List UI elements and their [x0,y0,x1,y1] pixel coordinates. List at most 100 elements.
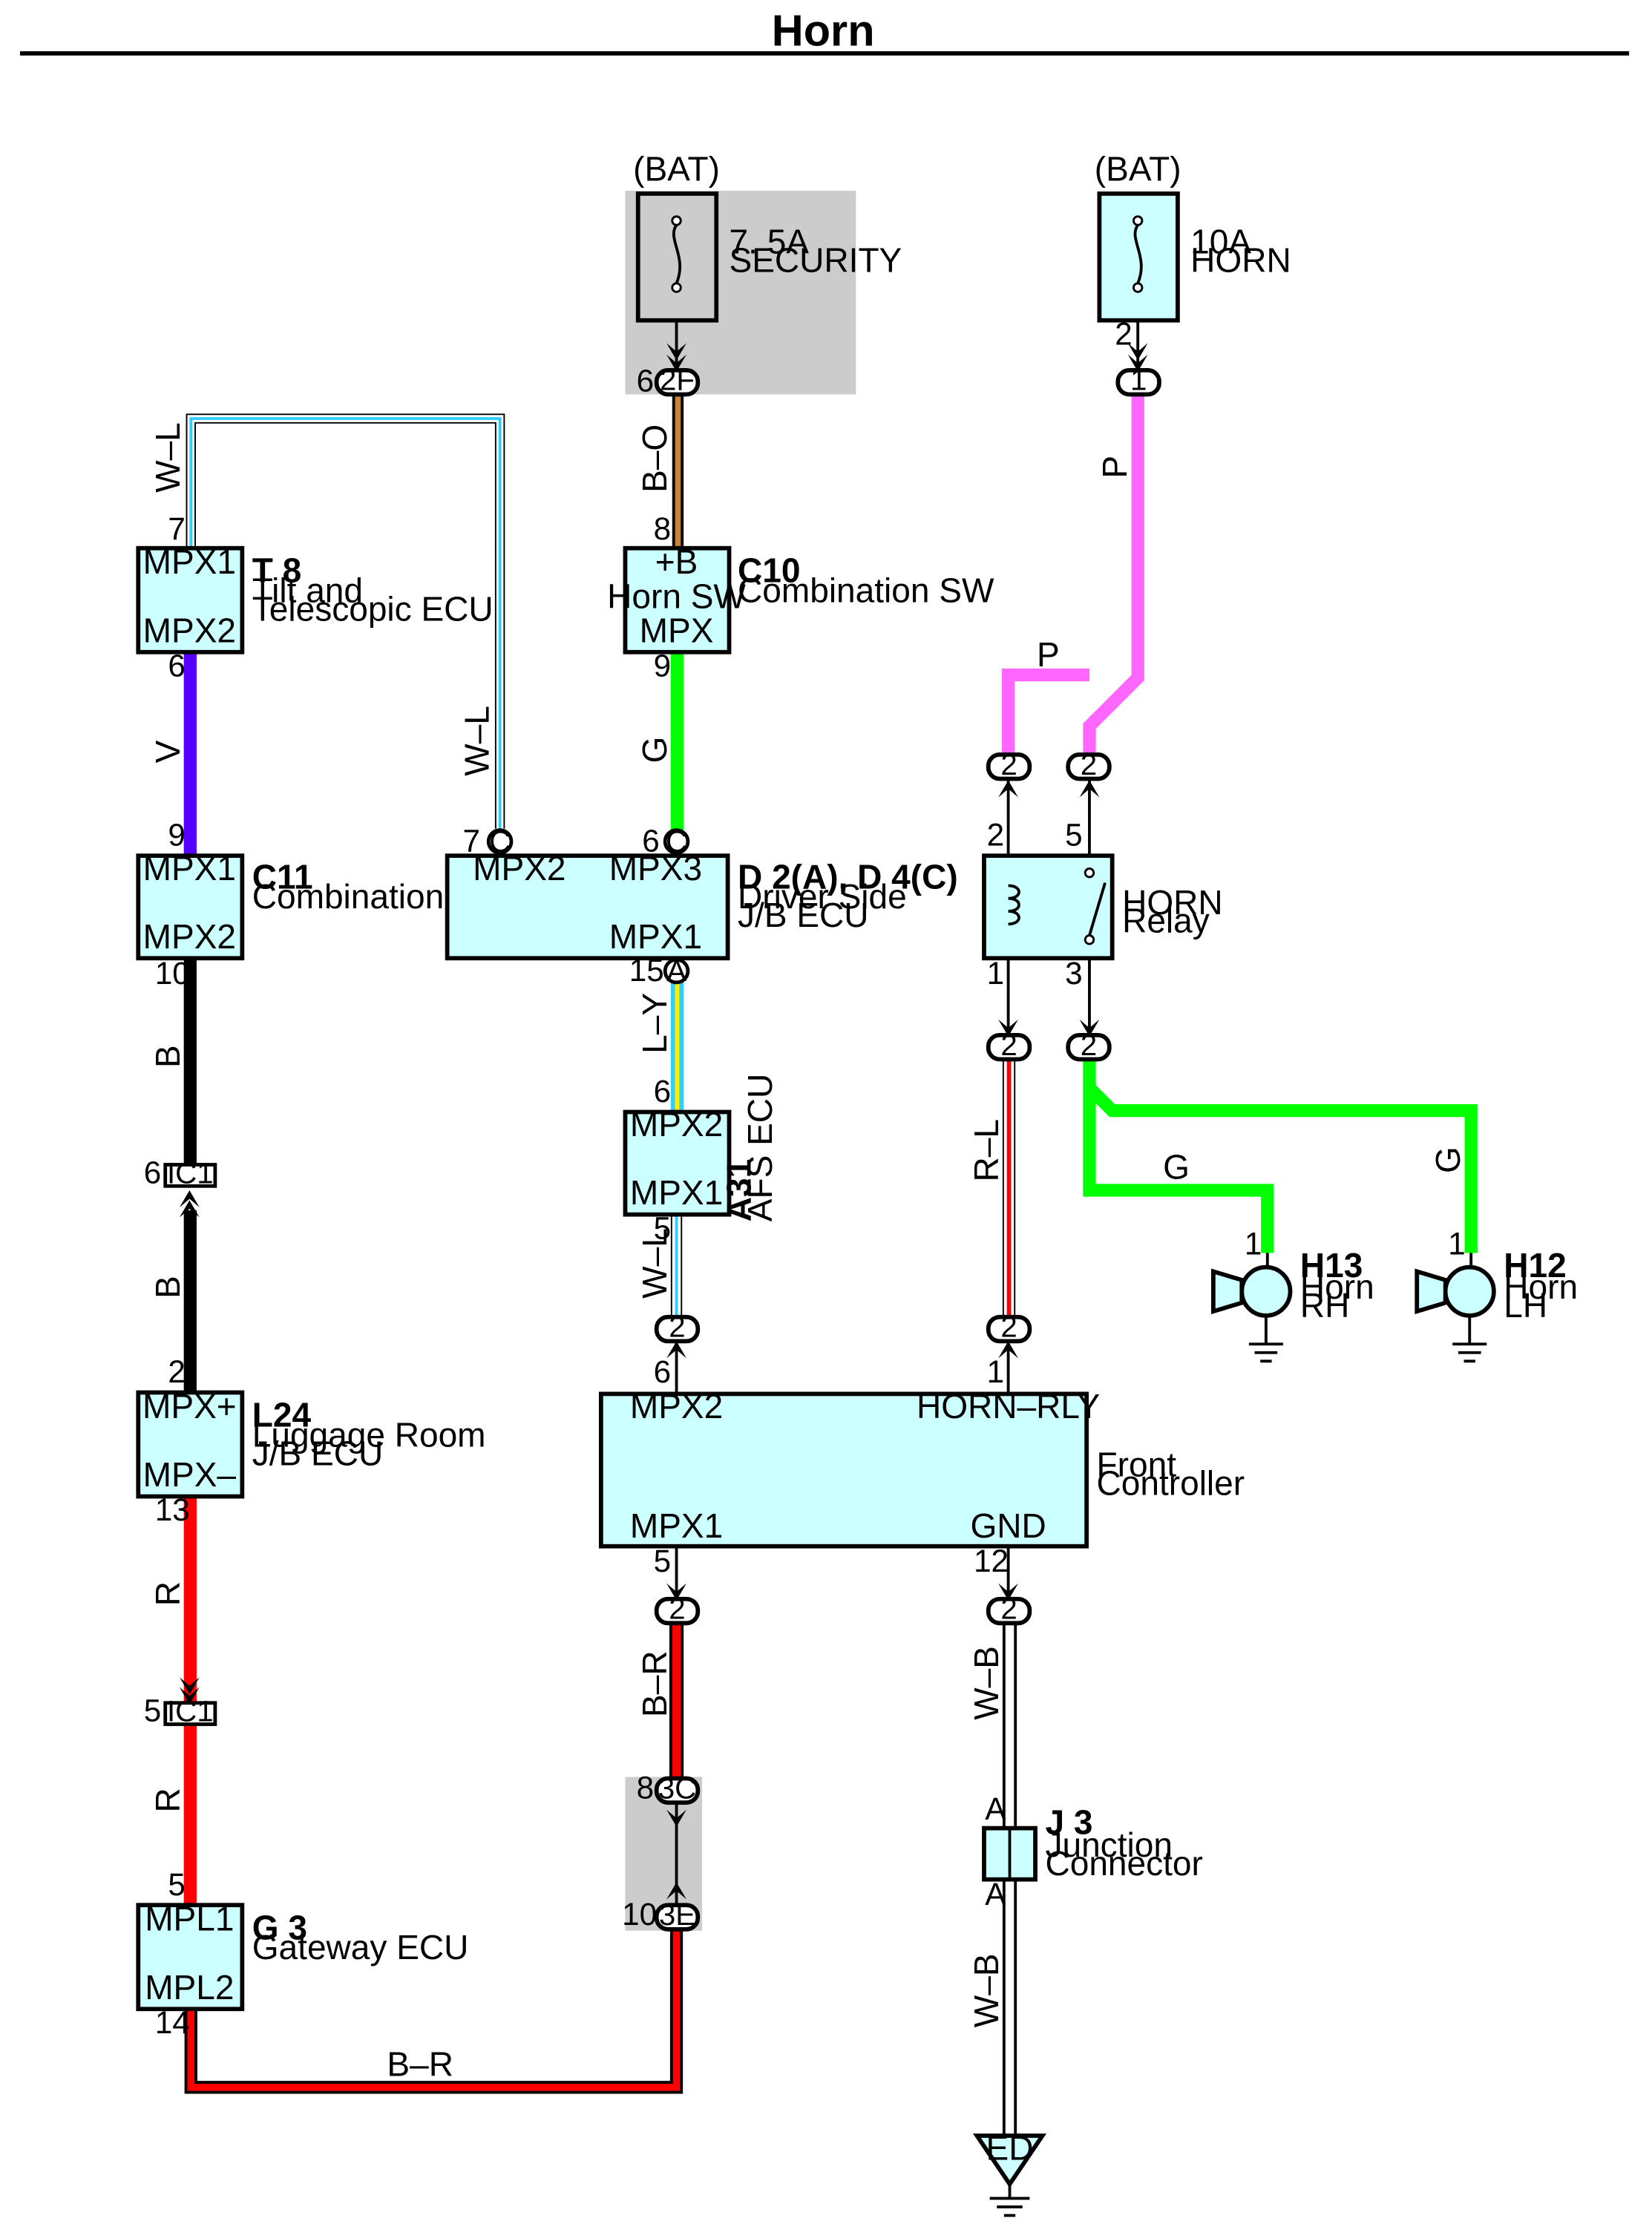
diagram-label: 5 [654,1544,671,1578]
relay-name-1: HORN [1122,883,1223,922]
diagram-label: 2 [168,1354,185,1389]
a31-pin-bottom: MPX1 [630,1173,723,1212]
t8-pin-top: MPX1 [143,542,236,581]
connector-2f: 2F [654,364,701,397]
d2-code: D 2(A), D 4(C) [738,857,958,896]
d2-pin-mpx2: MPX2 [473,849,566,888]
connector-ic1-upper: IC1 [163,1156,217,1190]
ground-ed: ED [972,2129,1047,2217]
diagram-label: L–Y [635,993,674,1054]
horn-fuse-rating: 10A [1190,223,1251,261]
diagram-label: B [148,1045,187,1068]
diagram-label: 1 [1448,1226,1465,1261]
h13-name-2: RH [1300,1286,1350,1325]
diagram-label: 1 [987,956,1004,991]
diagram-label: G [1163,1148,1190,1187]
connector-horn-fuse-1-label: 1 [1130,364,1147,397]
diagram-label: 3 [1065,956,1082,991]
diagram-label: W–L [457,706,496,776]
page-title: Horn [772,5,875,55]
j3-name-1: Junction [1045,1826,1172,1864]
diagram-label: R [148,1788,187,1812]
diagram-label: G [635,737,674,764]
g3-pin-bottom: MPL2 [145,1968,234,2007]
g3-pin-top: MPL1 [145,1900,234,1938]
component-front-controller: MPX2 HORN–RLY MPX1 GND Front Controller [598,1387,1245,1549]
diagram-label: 15 [629,953,664,988]
h13-name-1: Horn [1300,1267,1374,1306]
wire-g-c10-d2 [670,652,684,830]
wire-b-lower [183,1210,197,1393]
a31-code: A31 [719,1159,758,1221]
diagram-label: C [666,824,687,858]
wire-bo [672,394,684,548]
diagram-label: 2 [1000,748,1017,781]
diagram-label: P [1095,456,1134,479]
j3-pin-top: A [985,1791,1006,1826]
diagram-label: W–B [967,1646,1006,1720]
diagram-label: 1 [987,1354,1004,1389]
diagram-label: 2 [1000,1029,1017,1062]
diagram-label: 8 [637,1770,654,1805]
diagram-label: 5 [1065,818,1082,853]
diagram-label: 5 [654,1210,671,1245]
diagram-label: 6 [637,364,654,398]
l24-code: L24 [252,1396,312,1434]
diagram-label: 13 [155,1492,190,1527]
component-driver-side-jb-ecu: MPX2 MPX3 MPX1 D 2(A), D 4(C) Driver Sid… [445,849,958,961]
l24-name-2: J/B ECU [252,1434,383,1472]
h12-code: H12 [1504,1246,1566,1285]
diagram-label: 2 [1000,1311,1017,1344]
horn-rh: H13 Horn RH [1211,1246,1374,1363]
c10-mid: Horn SW [607,577,746,615]
g3-name: Gateway ECU [252,1928,469,1966]
diagram-label: 6 [654,1354,671,1389]
c11-pin-bottom: MPX2 [143,917,236,956]
diagram-label: B–O [635,424,674,493]
diagram-label: 9 [168,818,185,853]
wire-r-lower [183,1725,197,1906]
diagram-label: 10 [155,956,190,991]
d2-name-2: J/B ECU [738,896,868,934]
wire-rl [1002,1057,1016,1319]
connector-relay-in-2: 2 [986,748,1032,781]
diagram-label: G [1429,1147,1467,1173]
connector-a-mpx1: A [663,954,690,988]
wire-labels: W–L B–O P P V W–L G B L–Y R–L G G B W–L … [148,422,1467,2083]
diagram-label: 6 [144,1155,161,1190]
diagram-label: B [148,1276,187,1299]
fuse-horn: (BAT) 10A HORN [1095,150,1291,323]
diagram-label: 8 [654,511,671,546]
c11-code: C11 [252,857,313,896]
fc-name-1: Front [1097,1446,1177,1484]
diagram-label: 3E [659,1898,695,1932]
h12-name-2: LH [1504,1286,1547,1325]
connector-fc-horn-rly-in: 2 [986,1311,1032,1344]
diagram-label: 2 [669,1592,685,1626]
h13-code: H13 [1300,1246,1363,1285]
component-c10: +B Horn SW MPX C10 Combination SW [607,542,994,655]
j3-pin-bottom: A [985,1877,1006,1912]
connector-3c: 3C [654,1771,701,1805]
connector-c-mpx3: C [663,824,690,858]
diagram-label: IC1 [167,1156,214,1190]
diagram-label: W–L [635,1228,674,1299]
fc-pin-horn-rly: HORN–RLY [917,1387,1100,1426]
diagram-label: 12 [974,1544,1009,1578]
j3-name-2: Connector [1045,1844,1202,1883]
diagram-label: P [1037,635,1060,674]
fuse-security: (BAT) 7. 5A SECURITY [633,150,902,323]
diagram-label: 5 [168,1867,185,1902]
diagram-label: 1 [1245,1226,1262,1261]
c10-code: C10 [738,551,800,590]
fc-pin-mpx1: MPX1 [630,1506,723,1545]
diagram-label: R–L [967,1119,1006,1181]
connector-fc-mpx2-in: 2 [654,1311,701,1344]
wire-wl-t8-d2 [186,413,505,829]
t8-pin-bottom: MPX2 [143,611,236,649]
diagram-label: 10 [622,1897,657,1932]
fc-pin-gnd: GND [970,1506,1046,1545]
l24-name-1: Luggage Room [252,1415,486,1454]
fc-name-2: Controller [1097,1464,1245,1503]
diagram-label: 2 [987,818,1004,853]
